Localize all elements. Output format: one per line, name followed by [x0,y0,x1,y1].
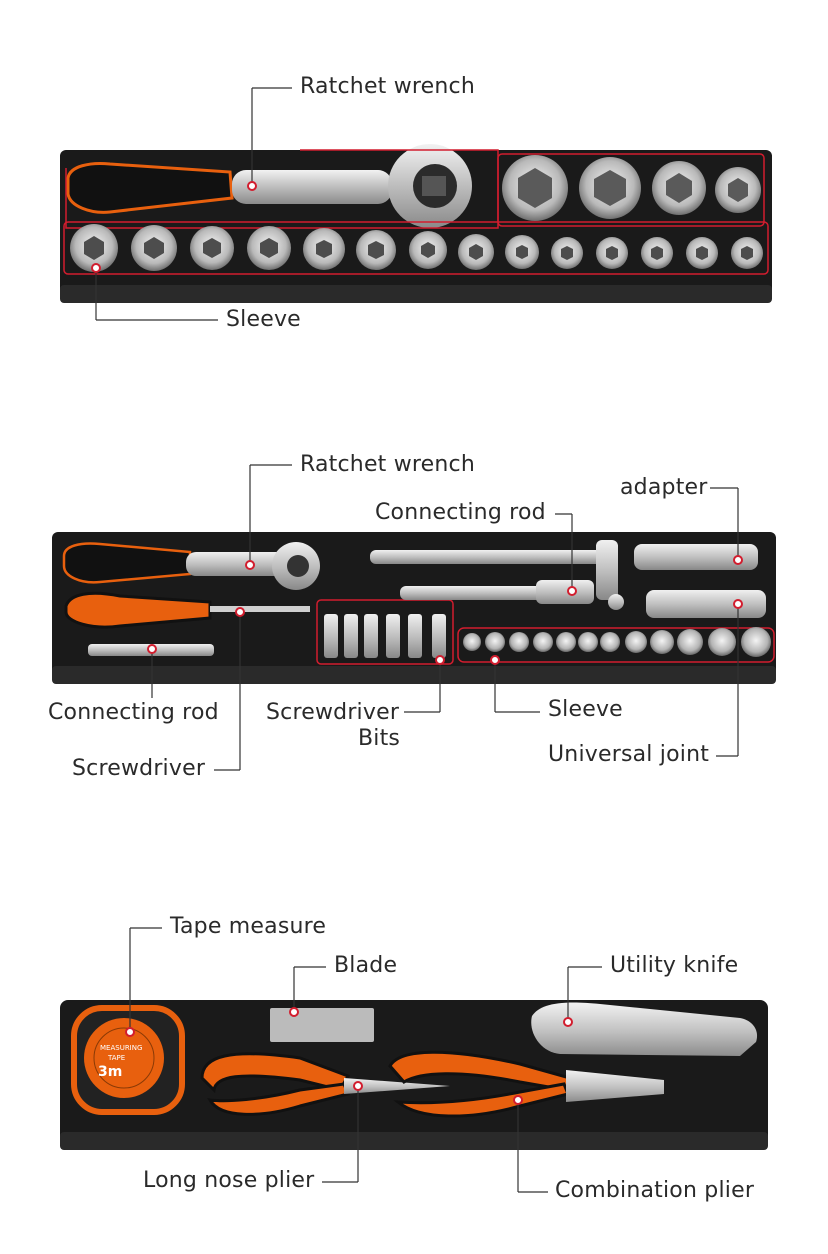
tape-text-size: 3m [98,1064,122,1080]
pliers-tray-image: MEASURING TAPE 3m [60,927,768,1193]
combination-plier-label: Combination plier [555,1178,755,1203]
utility-knife-item [531,1002,758,1056]
blade-label: Blade [334,953,398,978]
ratchet-wrench-item [66,144,472,228]
sleeve-label: Sleeve [548,697,623,722]
ratchet-marker [247,181,257,191]
long-nose-plier-label: Long nose plier [143,1168,315,1193]
screwdriver-label: Screwdriver [72,756,206,781]
connecting-rod-top-label: Connecting rod [375,500,546,525]
ratchet-wrench-label: Ratchet wrench [300,74,475,99]
sleeve-row-box [63,221,769,275]
sleeve-row-box [457,627,775,663]
combination-plier-item [388,1050,664,1118]
tape-measure-label: Tape measure [170,914,327,939]
large-sockets [502,155,761,221]
sleeve-marker [91,263,101,273]
connecting-rod-left-label: Connecting rod [48,700,219,725]
universal-joint-label: Universal joint [548,742,710,767]
sleeve-label: Sleeve [226,307,301,332]
screwdriver-bits-label-line2: Bits [358,726,401,751]
tape-text-1: MEASURING [100,1044,142,1052]
socket-tray-image [60,87,772,321]
socket-tray-panel: Ratchet wrench Sleeve [0,0,828,380]
mixed-tray-image [52,464,776,771]
small-sleeves [463,627,771,657]
blade-pack [270,1008,374,1042]
ratchet-wrench-label: Ratchet wrench [300,452,475,477]
pliers-tray-panel: MEASURING TAPE 3m [0,880,828,1254]
screwdriver-bits [324,614,446,658]
screwdriver-bits-label-line1: Screwdriver [266,700,400,725]
bits-box [316,599,454,665]
adapter-label: adapter [620,475,708,500]
tape-measure-item [71,1005,185,1115]
long-nose-plier-item [200,1052,450,1116]
utility-knife-label: Utility knife [610,953,739,978]
sleeve-row [70,224,763,272]
mixed-tray-panel: Ratchet wrench Connecting rod adapter Co… [0,440,828,820]
tape-text-2: TAPE [107,1054,125,1062]
